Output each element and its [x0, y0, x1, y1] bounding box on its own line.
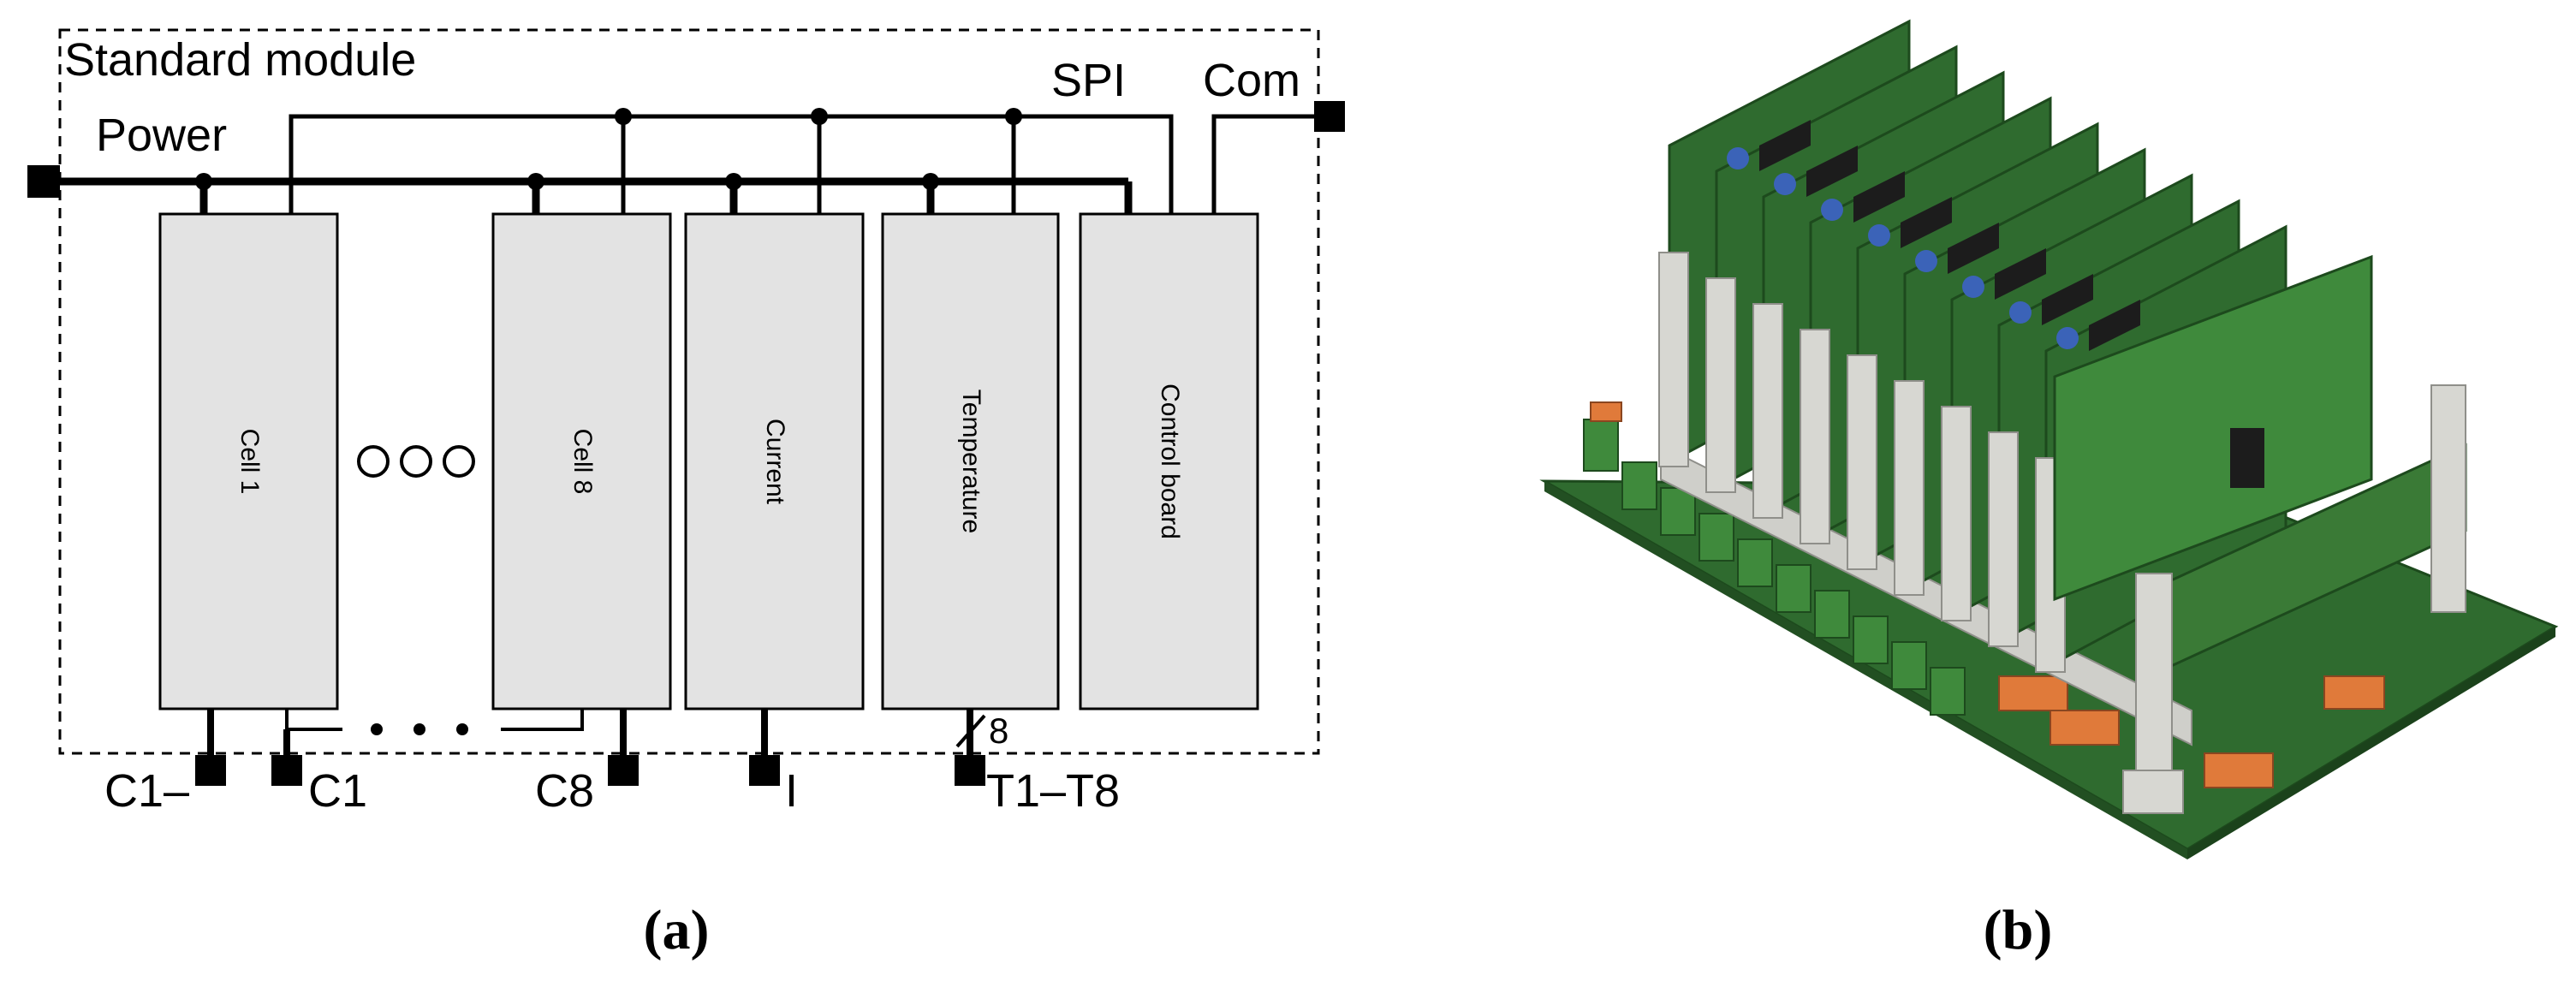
- board-label-cell-8: Cell 8: [568, 429, 597, 495]
- end-pillars: [2122, 384, 2466, 814]
- power-label: Power: [96, 110, 227, 161]
- board-temperature: Temperature: [881, 212, 1060, 711]
- spi-bus: [289, 114, 1174, 214]
- capacitors: [1727, 147, 2079, 349]
- base-pcb-edge: [1544, 481, 2187, 859]
- terminal-label-c1: C1: [308, 765, 367, 817]
- module-title: Standard module: [64, 34, 416, 86]
- board-label-cell-1: Cell 1: [235, 429, 264, 495]
- power-terminal: [27, 165, 60, 198]
- board-current: Current: [684, 212, 865, 711]
- board-cell-8: Cell 8: [491, 212, 672, 711]
- panel-b-render: (b): [1539, 19, 2559, 961]
- board-control: Control board: [1079, 212, 1259, 711]
- orange-connectors: [1590, 401, 2385, 788]
- control-pcb: [2053, 254, 2373, 602]
- bottom-dots: [371, 723, 468, 735]
- cells-ellipsis-symbol: [357, 445, 475, 478]
- terminal-label-i: I: [785, 765, 798, 817]
- spi-bus-junctions: [615, 108, 1022, 125]
- terminals: [195, 755, 985, 786]
- power-bus-junctions: [195, 173, 939, 190]
- board-cell-1: Cell 1: [158, 212, 339, 711]
- board-label-control-board: Control board: [1156, 384, 1184, 539]
- control-pcb-relay: [2230, 428, 2264, 488]
- terminal-label-t1-t8: T1–T8: [986, 765, 1120, 817]
- board-label-current: Current: [761, 419, 789, 505]
- com-terminal: [1314, 101, 1345, 132]
- com-label: Com: [1203, 55, 1300, 106]
- panel-a-schematic: Standard module Power SPI Com: [27, 28, 1345, 961]
- terminal-label-c1-minus: C1–: [104, 765, 189, 817]
- terminal-blocks-left: [1583, 419, 1966, 716]
- base-pcb-edge-right: [2187, 627, 2555, 859]
- module-boundary: [58, 28, 1320, 755]
- bottom-wiring: [207, 709, 986, 762]
- caption-b: (b): [1984, 899, 2053, 961]
- board-label-temperature: Temperature: [957, 389, 985, 533]
- caption-a: (a): [644, 899, 710, 961]
- bus-width-label: 8: [989, 711, 1008, 751]
- spi-label: SPI: [1051, 55, 1126, 106]
- chips: [1759, 120, 2140, 351]
- com-line: [1211, 114, 1329, 214]
- support-pillars: [1658, 252, 2066, 673]
- terminal-label-c8: C8: [535, 765, 594, 817]
